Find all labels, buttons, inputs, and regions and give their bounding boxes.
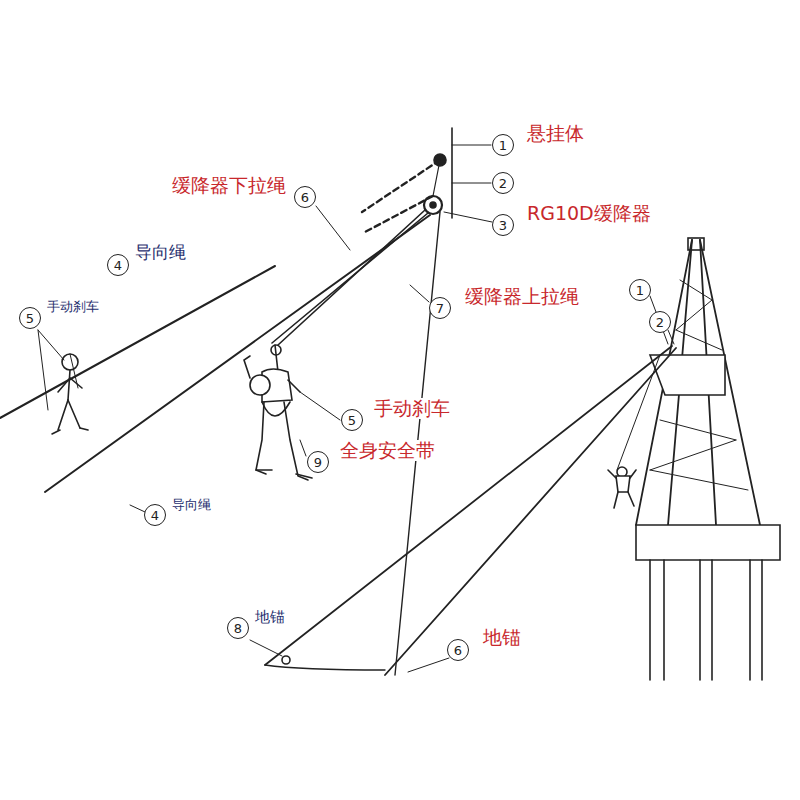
callout-number: 6 <box>454 644 462 657</box>
callout-circle: 6 <box>447 639 469 661</box>
callout-circle: 5 <box>341 409 363 431</box>
callout-number: 1 <box>499 139 507 152</box>
callout-number: 3 <box>499 219 507 232</box>
callout-circle: 4 <box>107 254 129 276</box>
callout-number: 7 <box>436 302 444 315</box>
callout-number: 5 <box>348 414 356 427</box>
part-label: 导向绳 <box>170 498 213 513</box>
callout-circle: 1 <box>629 279 651 301</box>
part-label: 缓降器上拉绳 <box>463 286 581 308</box>
callout-number: 1 <box>636 284 644 297</box>
callout-number: 9 <box>314 456 322 469</box>
part-label: 导向绳 <box>133 243 188 263</box>
part-label: 缓降器下拉绳 <box>170 175 288 197</box>
callout-circle: 5 <box>19 307 41 329</box>
part-label: 手动刹车 <box>45 300 101 315</box>
callout-circle: 2 <box>649 311 671 333</box>
callout-circle: 8 <box>227 617 249 639</box>
callout-circle: 3 <box>492 214 514 236</box>
part-label: 全身安全带 <box>338 440 437 462</box>
part-label: 手动刹车 <box>372 398 452 420</box>
callout-number: 2 <box>656 316 664 329</box>
callout-circle: 1 <box>492 134 514 156</box>
callout-number: 5 <box>26 312 34 325</box>
callout-number: 4 <box>114 259 122 272</box>
part-label: RG10D缓降器 <box>525 203 653 225</box>
part-label: 地锚 <box>481 627 523 649</box>
callout-circle: 6 <box>294 186 316 208</box>
callout-circle: 4 <box>144 504 166 526</box>
callout-circle: 7 <box>429 297 451 319</box>
callout-number: 2 <box>499 177 507 190</box>
callout-number: 6 <box>301 191 309 204</box>
callout-circle: 2 <box>492 172 514 194</box>
part-label: 地锚 <box>253 609 287 626</box>
callout-number: 8 <box>234 622 242 635</box>
callout-circle: 9 <box>307 451 329 473</box>
callout-number: 4 <box>151 509 159 522</box>
part-label: 悬挂体 <box>525 123 586 145</box>
